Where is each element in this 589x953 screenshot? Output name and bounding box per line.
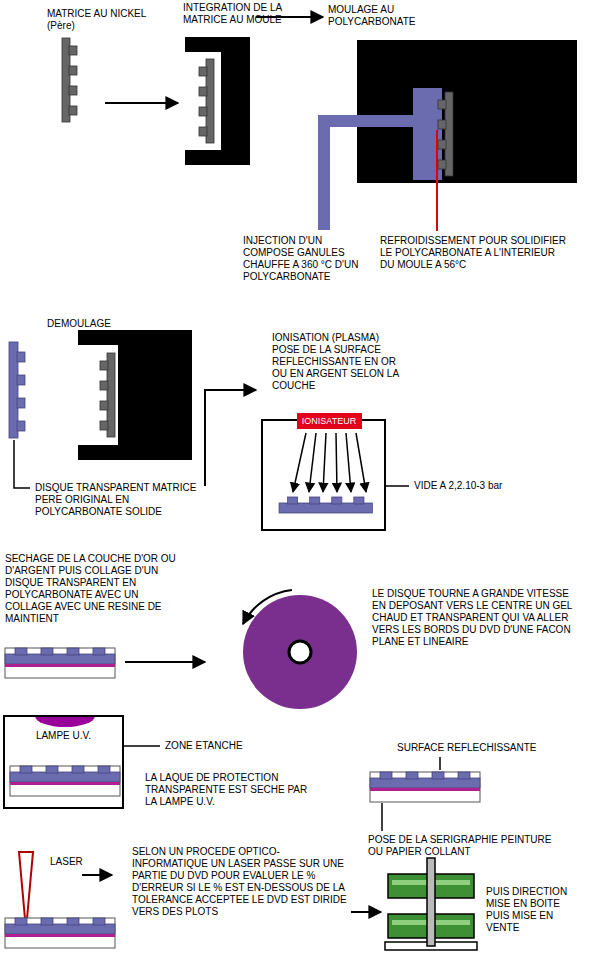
annotation-text: IONISATION (PLASMA) POSE DE LA SURFACE R… — [272, 332, 402, 392]
dvd-layers — [5, 648, 115, 678]
dvd-spindle — [385, 858, 477, 950]
ionizer-box: IONISATEUR — [297, 413, 362, 429]
mold — [357, 40, 577, 183]
vacuum-chamber — [262, 420, 385, 530]
ion-arrows — [293, 433, 366, 492]
transparent-disc — [9, 342, 25, 438]
annotation-text: LA LAQUE DE PROTECTION TRANSPARENTE EST … — [145, 772, 310, 808]
sealed-zone-box: LAMPE U.V. — [3, 715, 124, 809]
leader-line — [124, 745, 160, 747]
annotation-text: LASER — [50, 856, 110, 868]
leader-line — [386, 485, 409, 487]
leader-line — [439, 757, 441, 770]
leader-line — [14, 440, 30, 488]
annotation-text: ZONE ETANCHE — [165, 740, 275, 752]
annotation-text: SECHAGE DE LA COUCHE D'OR OU D'ARGENT PU… — [5, 553, 183, 625]
spinning-disc — [243, 595, 357, 709]
mold — [78, 330, 192, 460]
annotation-text: PUIS DIRECTION MISE EN BOITE PUIS MISE E… — [486, 886, 586, 934]
flow-arrow — [82, 874, 112, 876]
leader-line — [381, 803, 383, 831]
annotation-text: LE DISQUE TOURNE A GRANDE VITESSE EN DEP… — [372, 588, 577, 648]
flow-arrow — [125, 661, 205, 663]
annotation-text: INJECTION D'UN COMPOSE GANULES CHAUFFE A… — [243, 235, 375, 283]
nickel-matrix — [62, 38, 77, 122]
leader-line — [436, 130, 438, 231]
node-text: LAMPE U.V. — [5, 730, 122, 742]
annotation-text: SURFACE REFLECHISSANTE — [397, 742, 537, 754]
disc-plate — [279, 497, 373, 513]
uv-lamp — [35, 716, 95, 727]
flow-arrow — [351, 911, 381, 913]
mold — [185, 37, 250, 165]
annotation-text: MATRICE AU NICKEL (Père) — [47, 8, 167, 32]
annotation-text: INTEGRATION DE LA MATRICE AU MOULE — [183, 2, 301, 26]
rotation-arrow — [243, 590, 292, 624]
annotation-text: REFROIDISSEMENT POUR SOLIDIFIER LE POLYC… — [380, 235, 566, 271]
injection-pipe — [318, 115, 330, 230]
dvd-layers — [5, 918, 115, 948]
annotation-text: POSE DE LA SERIGRAPHIE PEINTURE OU PAPIE… — [368, 834, 553, 858]
annotation-text: SELON UN PROCEDE OPTICO-INFORMATIQUE UN … — [132, 846, 347, 918]
flow-arrow — [205, 390, 256, 486]
node-text: IONISATEUR — [302, 415, 357, 427]
dvd-layers — [10, 766, 120, 796]
annotation-text: VIDE A 2,2.10-3 bar — [414, 480, 504, 492]
annotation-text: MOULAGE AU POLYCARBONATE — [328, 4, 438, 28]
flow-arrow — [105, 102, 178, 104]
dvd-layers — [370, 772, 480, 802]
annotation-text: DEMOULAGE — [47, 318, 147, 330]
annotation-text: DISQUE TRANSPARENT MATRICE PERE ORIGINAL… — [35, 482, 200, 518]
